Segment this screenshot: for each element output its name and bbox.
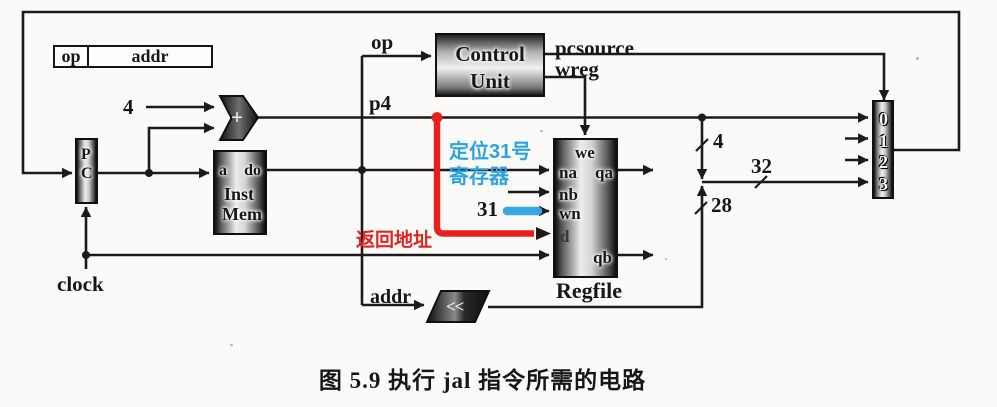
instruction-format-box: op addr bbox=[53, 45, 213, 68]
label-pcsource: pcsource bbox=[555, 36, 634, 60]
regfile-block: we na qa nb wn d qb bbox=[553, 138, 618, 278]
wire-pcsource bbox=[545, 52, 890, 101]
mux-input-0-label: 0 bbox=[879, 109, 888, 129]
scan-speck bbox=[665, 258, 667, 260]
inst-mem-name-2: Mem bbox=[222, 204, 262, 224]
annotation-locate-reg31-line1: 定位31号 bbox=[449, 141, 532, 163]
regfile-port-qb: qb bbox=[593, 248, 612, 267]
instruction-addr-field: addr bbox=[131, 46, 169, 66]
annotation-return-address: 返回地址 bbox=[356, 230, 433, 251]
label-clock: clock bbox=[57, 272, 104, 296]
control-unit-name-2: Unit bbox=[470, 69, 510, 93]
adder-shape bbox=[218, 95, 260, 141]
annotation-locate-reg31-line2: 寄存器 bbox=[449, 166, 509, 188]
label-addr: addr bbox=[370, 286, 412, 308]
mux-input-3-label: 3 bbox=[879, 174, 888, 194]
instruction-op-field: op bbox=[55, 46, 89, 66]
wire-wreg bbox=[545, 75, 591, 136]
pc-letter-p: P bbox=[81, 146, 91, 163]
label-bus-32: 32 bbox=[751, 154, 772, 178]
red-annotation-arrowhead bbox=[536, 227, 551, 240]
pc-block: P C bbox=[75, 138, 98, 204]
wire-shifter-bus28 bbox=[488, 185, 708, 309]
junction-dots bbox=[82, 113, 706, 259]
label-p4: p4 bbox=[369, 91, 392, 115]
inst-mem-port-a: a bbox=[219, 162, 227, 179]
wire-pc-to-adder bbox=[147, 122, 215, 173]
label-bus-4: 4 bbox=[713, 129, 724, 153]
red-annotation-path bbox=[433, 116, 534, 237]
scan-speck bbox=[540, 130, 543, 132]
regfile-port-nb: nb bbox=[559, 185, 578, 204]
control-unit-block: Control Unit bbox=[435, 33, 545, 97]
mux-input-1-label: 1 bbox=[879, 131, 888, 151]
shifter-symbol: << bbox=[446, 297, 464, 316]
regfile-port-na: na bbox=[559, 163, 577, 182]
inst-mem-block: a do Inst Mem bbox=[213, 150, 267, 235]
figure-caption: 图 5.9 执行 jal 指令所需的电路 bbox=[318, 368, 647, 393]
wire-mux-output-to-pc bbox=[21, 10, 961, 179]
inst-mem-name-1: Inst bbox=[224, 184, 255, 204]
label-op: op bbox=[371, 30, 394, 54]
label-bus-28: 28 bbox=[711, 193, 732, 217]
regfile-caption: Regfile bbox=[556, 278, 622, 303]
pc-letter-c: C bbox=[81, 165, 93, 182]
regfile-port-we: we bbox=[575, 143, 595, 162]
adder-plus-symbol: + bbox=[231, 105, 243, 129]
label-wreg: wreg bbox=[555, 57, 599, 81]
regfile-port-d: d bbox=[560, 227, 570, 246]
control-unit-name-1: Control bbox=[455, 42, 525, 66]
label-register-31: 31 bbox=[477, 197, 498, 221]
scan-speck bbox=[230, 344, 233, 346]
regfile-port-wn: wn bbox=[559, 204, 581, 223]
inst-mem-port-do: do bbox=[244, 162, 261, 179]
bus-slash-marks bbox=[694, 138, 768, 215]
pc-source-mux: 0 1 2 3 bbox=[872, 100, 894, 199]
shifter-shape bbox=[425, 290, 491, 323]
regfile-port-qa: qa bbox=[595, 163, 613, 182]
mux-input-2-label: 2 bbox=[879, 152, 888, 172]
label-adder-input-4: 4 bbox=[123, 95, 134, 119]
scan-speck bbox=[916, 57, 919, 60]
